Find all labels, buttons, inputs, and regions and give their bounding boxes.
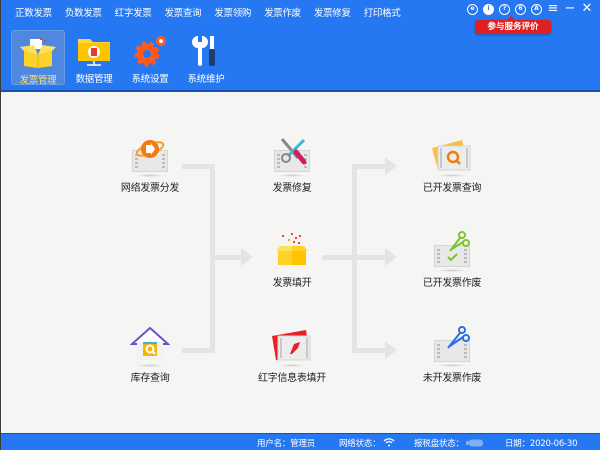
user-value: 管理员: [290, 439, 316, 449]
toolbar-data-management[interactable]: 数据管理: [67, 30, 121, 85]
toolbar-label: 发票管理: [19, 75, 57, 86]
node-red-info-fill[interactable]: 红字信息表填开: [246, 324, 338, 385]
toolbar-system-settings[interactable]: 系统设置: [123, 30, 177, 85]
node-void-blank-invoice[interactable]: 未开发票作废: [410, 324, 494, 385]
gear-icon: [132, 34, 168, 68]
connector-line: [357, 164, 385, 169]
connector-line: [182, 348, 212, 353]
invoice-box-icon: [20, 35, 56, 69]
node-label: 红字信息表填开: [258, 373, 326, 384]
header-bar: 正数发票 负数发票 红字发票 发票查询 发票领购 发票作废 发票修复 打印格式 …: [1, 0, 600, 92]
node-label: 发票修复: [272, 183, 312, 194]
void-blank-scissors-icon: [428, 324, 476, 368]
menubar: 正数发票 负数发票 红字发票 发票查询 发票领购 发票作废 发票修复 打印格式: [15, 5, 414, 19]
main-toolbar: 发票管理 数据管理: [11, 30, 235, 86]
toolbar-label: 数据管理: [75, 74, 113, 85]
tax-disk-status: 报税盘状态：: [414, 437, 484, 449]
node-label: 网络发票分发: [120, 183, 180, 194]
toolbar-label: 系统设置: [131, 74, 169, 85]
connector-line: [357, 348, 385, 353]
tax-disk-label: 报税盘状态：: [414, 439, 464, 449]
inventory-house-icon: [126, 324, 174, 368]
toolbar-system-maintenance[interactable]: 系统维护: [179, 30, 233, 85]
arrow-right-icon: [385, 341, 397, 359]
menu-positive-invoice[interactable]: 正数发票: [15, 8, 52, 19]
red-info-pen-icon: [268, 324, 316, 368]
tools-icon: [188, 34, 224, 68]
folder-data-icon: [76, 34, 112, 68]
node-inventory-query[interactable]: 库存查询: [110, 324, 190, 385]
connector-line: [357, 255, 385, 260]
user-status: 用户名：管理员: [257, 437, 315, 449]
node-label: 库存查询: [130, 373, 170, 384]
connector-line: [182, 164, 212, 169]
date-status: 日期：2020-06-30: [505, 437, 578, 449]
menu-invoice-repair[interactable]: 发票修复: [313, 8, 351, 19]
menu-print-format[interactable]: 打印格式: [363, 8, 401, 19]
lock-icon[interactable]: 6: [515, 3, 526, 15]
e-icon[interactable]: e: [467, 3, 478, 15]
date-value: 2020-06-30: [529, 439, 578, 449]
connector-line: [210, 164, 215, 353]
minimize-icon[interactable]: −: [564, 1, 576, 16]
node-invoice-fill[interactable]: 发票填开: [252, 229, 332, 290]
service-evaluation-badge[interactable]: 参与服务评价: [475, 16, 551, 34]
help-icon[interactable]: ?: [499, 3, 510, 15]
network-status: 网络状态：: [339, 437, 395, 449]
user-icon[interactable]: A: [531, 3, 542, 15]
network-label: 网络状态：: [339, 439, 381, 449]
arrow-right-icon: [241, 248, 253, 266]
status-bar: 用户名：管理员 网络状态： 报税盘状态： 日期：2020-06-30: [1, 433, 600, 450]
date-label: 日期：: [505, 439, 530, 449]
repair-tools-icon: [268, 134, 316, 178]
node-void-issued-invoice[interactable]: 已开发票作废: [410, 229, 494, 290]
node-label: 发票填开: [272, 278, 312, 289]
menu-invoice-query[interactable]: 发票查询: [164, 8, 202, 19]
node-label: 未开发票作废: [422, 373, 482, 384]
node-network-invoice-distribution[interactable]: 网络发票分发: [110, 134, 190, 195]
node-label: 已开发票作废: [422, 278, 482, 289]
arrow-right-icon: [385, 157, 397, 175]
search-ticket-icon: [428, 134, 476, 178]
user-label: 用户名：: [257, 439, 291, 449]
info-icon[interactable]: i: [483, 3, 494, 15]
connector-line: [352, 164, 357, 353]
menu-invoice-purchase[interactable]: 发票领购: [214, 8, 252, 19]
connector-line: [322, 255, 354, 260]
wifi-icon: [383, 438, 395, 447]
usb-disk-icon: [466, 439, 484, 447]
menu-icon[interactable]: ≡: [547, 1, 559, 16]
node-invoice-repair[interactable]: 发票修复: [252, 134, 332, 195]
menu-invoice-void[interactable]: 发票作废: [264, 8, 301, 19]
open-box-icon: [268, 229, 316, 273]
menu-negative-invoice[interactable]: 负数发票: [64, 8, 102, 19]
connector-line: [215, 255, 241, 260]
arrow-right-icon: [385, 248, 397, 266]
workflow-panel: 网络发票分发 库存查询: [2, 94, 600, 432]
window-controls: e i ? 6 A ≡ − ✕: [467, 1, 593, 16]
node-label: 已开发票查询: [422, 183, 482, 194]
node-issued-invoice-query[interactable]: 已开发票查询: [410, 134, 494, 195]
menu-red-invoice[interactable]: 红字发票: [114, 8, 152, 19]
toolbar-invoice-management[interactable]: 发票管理: [11, 30, 65, 86]
void-issued-scissors-icon: [428, 229, 476, 273]
close-icon[interactable]: ✕: [581, 1, 593, 16]
toolbar-label: 系统维护: [187, 74, 225, 85]
network-distribute-icon: [126, 134, 174, 178]
